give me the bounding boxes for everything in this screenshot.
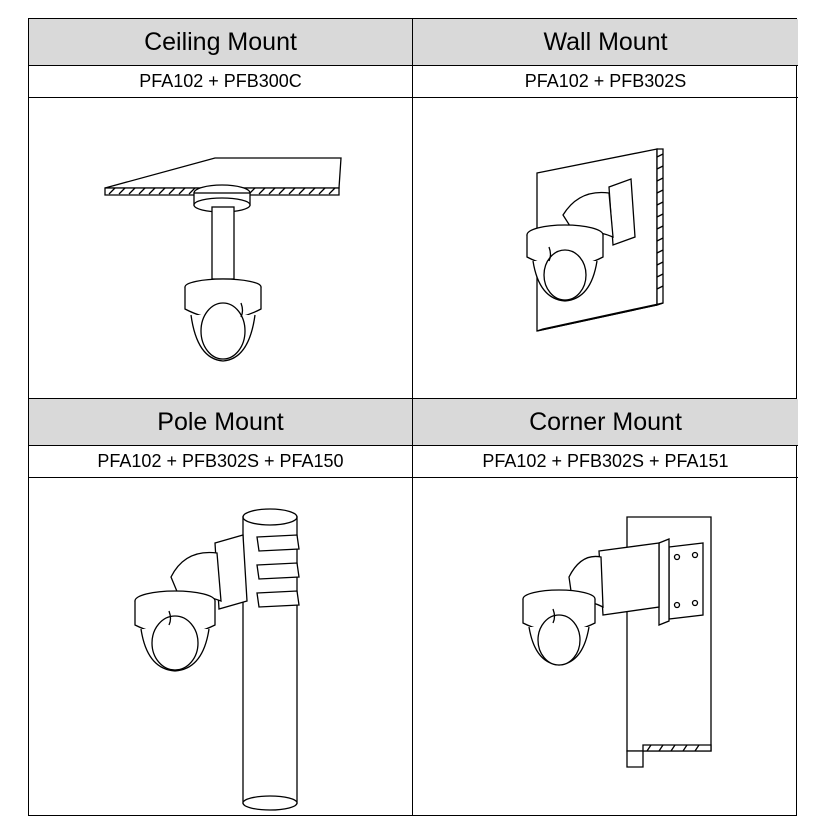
ceiling-mount-illustration: [29, 97, 412, 397]
column-divider: [412, 19, 413, 815]
corner-mount-cell: Corner Mount PFA102 + PFB302S + PFA151: [413, 399, 798, 815]
mount-options-table: Ceiling Mount PFA102 + PFB300C Wall Moun…: [28, 18, 798, 816]
ceiling-mount-models: PFA102 + PFB300C: [29, 66, 412, 98]
ceiling-mount-title: Ceiling Mount: [29, 19, 412, 66]
row-divider: [29, 398, 796, 399]
wall-mount-title: Wall Mount: [413, 19, 798, 66]
corner-mount-models: PFA102 + PFB302S + PFA151: [413, 446, 798, 478]
pole-mount-illustration: [29, 477, 412, 815]
ceiling-mount-cell: Ceiling Mount PFA102 + PFB300C: [29, 19, 412, 398]
wall-mount-models: PFA102 + PFB302S: [413, 66, 798, 98]
corner-mount-title: Corner Mount: [413, 399, 798, 446]
corner-mount-illustration: [413, 477, 798, 815]
pole-mount-cell: Pole Mount PFA102 + PFB302S + PFA150: [29, 399, 412, 815]
wall-mount-cell: Wall Mount PFA102 + PFB302S: [413, 19, 798, 398]
pole-mount-models: PFA102 + PFB302S + PFA150: [29, 446, 412, 478]
wall-mount-illustration: [413, 97, 798, 397]
pole-mount-title: Pole Mount: [29, 399, 412, 446]
